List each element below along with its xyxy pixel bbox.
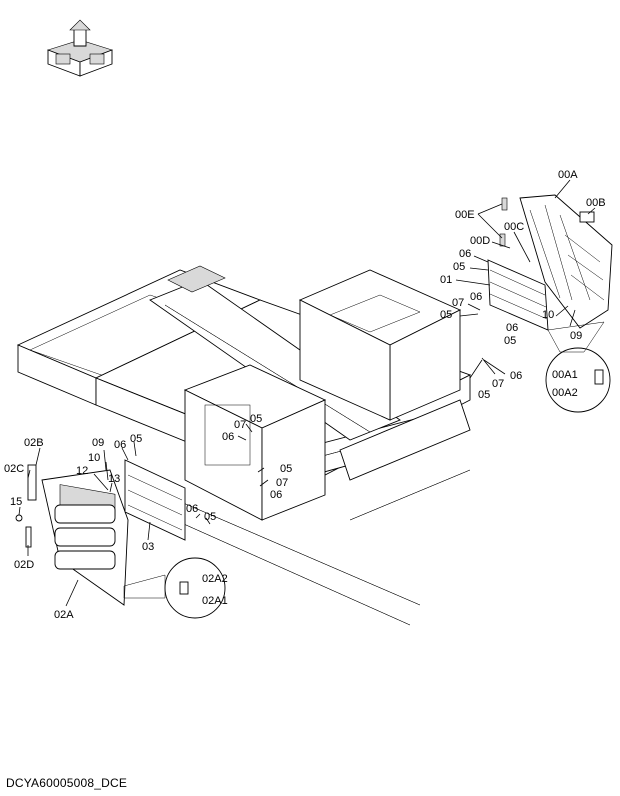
callout-07: 07 xyxy=(276,477,288,489)
callout-07: 07 xyxy=(452,297,464,309)
callout-05: 05 xyxy=(453,261,465,273)
leader-lines xyxy=(18,179,596,607)
callout-02A2: 02A2 xyxy=(202,573,228,585)
callout-09: 09 xyxy=(570,330,582,342)
callout-05: 05 xyxy=(250,413,262,425)
callout-06: 06 xyxy=(186,503,198,515)
centre-panel-03 xyxy=(124,459,186,541)
callout-06: 06 xyxy=(506,322,518,334)
rear-door-00A xyxy=(519,194,613,329)
callout-02D: 02D xyxy=(14,559,34,571)
callout-05: 05 xyxy=(280,463,292,475)
orientation-icon xyxy=(47,19,113,77)
callout-02C: 02C xyxy=(4,463,24,475)
callout-10: 10 xyxy=(88,452,100,464)
callout-00E: 00E xyxy=(455,209,475,221)
callout-labels: 00A 00B 00E 00C 00D 06 05 01 07 06 05 10… xyxy=(4,169,606,621)
callout-00A: 00A xyxy=(558,169,578,181)
callout-05: 05 xyxy=(504,335,516,347)
callout-10: 10 xyxy=(542,309,554,321)
callout-06: 06 xyxy=(459,248,471,260)
front-door-02A xyxy=(15,464,129,606)
callout-00A2: 00A2 xyxy=(552,387,578,399)
callout-15: 15 xyxy=(10,496,22,508)
callout-02B: 02B xyxy=(24,437,44,449)
callout-00A1: 00A1 xyxy=(552,369,578,381)
callout-07: 07 xyxy=(492,378,504,390)
callout-09: 09 xyxy=(92,437,104,449)
callout-06: 06 xyxy=(270,489,282,501)
callout-12: 12 xyxy=(76,465,88,477)
drawing-id: DCYA60005008_DCE xyxy=(6,776,128,790)
callout-05: 05 xyxy=(130,433,142,445)
detail-circle-02A1 xyxy=(123,557,226,619)
callout-05: 05 xyxy=(478,389,490,401)
callout-03: 03 xyxy=(142,541,154,553)
callout-00D: 00D xyxy=(470,235,490,247)
callout-00C: 00C xyxy=(504,221,524,233)
callout-05: 05 xyxy=(204,511,216,523)
callout-07: 07 xyxy=(234,419,246,431)
callout-13: 13 xyxy=(108,473,120,485)
callout-01: 01 xyxy=(440,274,452,286)
callout-02A: 02A xyxy=(54,609,74,621)
main-frame xyxy=(16,265,472,626)
callout-06: 06 xyxy=(114,439,126,451)
callout-06: 06 xyxy=(510,370,522,382)
callout-00B: 00B xyxy=(586,197,606,209)
detail-circle-00A1 xyxy=(545,321,611,413)
callout-02A1: 02A1 xyxy=(202,595,228,607)
callout-05: 05 xyxy=(440,309,452,321)
callout-06: 06 xyxy=(222,431,234,443)
callout-06: 06 xyxy=(470,291,482,303)
